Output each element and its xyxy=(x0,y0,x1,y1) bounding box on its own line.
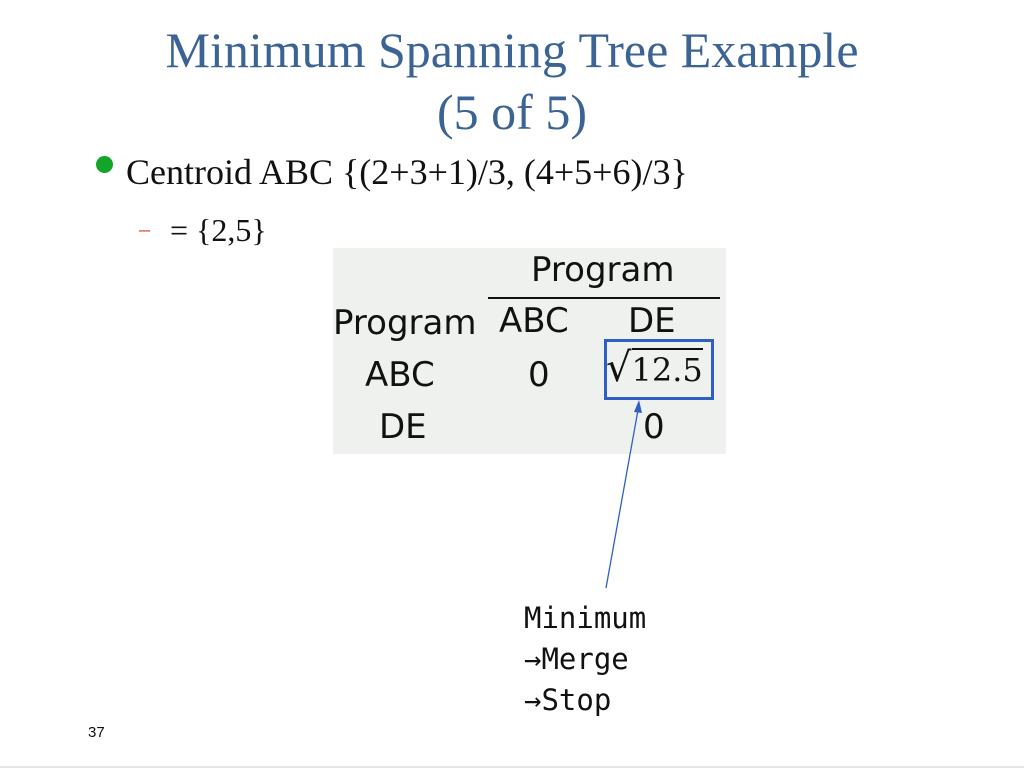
matrix-cell-abc-de: √12.5 xyxy=(606,344,703,394)
matrix-row-header: Program xyxy=(333,303,477,343)
bullet-dot-icon xyxy=(96,156,113,173)
callout-arrow-head-icon xyxy=(634,400,642,413)
matrix-cell-de-de: 0 xyxy=(643,407,665,447)
callout-line-minimum: Minimum xyxy=(524,601,647,635)
callout-line-stop: →Stop xyxy=(524,683,612,717)
slide-title-part: (5 of 5) xyxy=(437,84,587,140)
matrix-column-group-header: Program xyxy=(531,250,675,290)
matrix-header-rule xyxy=(488,297,720,299)
minimum-highlight-box xyxy=(604,339,714,400)
matrix-cell-abc-abc: 0 xyxy=(528,355,550,395)
page-number: 37 xyxy=(88,724,105,741)
distance-matrix: Program Program ABC DE ABC 0 √12.5 DE 0 xyxy=(333,248,726,454)
callout-arrow-line xyxy=(605,409,639,589)
bullet-text: Centroid ABC {(2+3+1)/3, (4+5+6)/3} xyxy=(126,152,688,192)
matrix-row-label-abc: ABC xyxy=(365,355,435,395)
sqrt-radical-icon: √ xyxy=(606,345,632,391)
sqrt-value: 12.5 xyxy=(631,348,703,389)
matrix-row-label-de: DE xyxy=(379,407,427,447)
matrix-column-header-de: DE xyxy=(628,301,676,341)
callout-line-merge: →Merge xyxy=(524,642,629,676)
sub-bullet-text: = {2,5} xyxy=(170,212,267,248)
callout-note: Minimum →Merge →Stop xyxy=(524,598,646,721)
footer-divider xyxy=(0,766,1024,768)
slide-title: Minimum Spanning Tree Example xyxy=(165,22,859,78)
sub-bullet-dash-icon: – xyxy=(139,216,150,241)
matrix-column-header-abc: ABC xyxy=(499,301,569,341)
